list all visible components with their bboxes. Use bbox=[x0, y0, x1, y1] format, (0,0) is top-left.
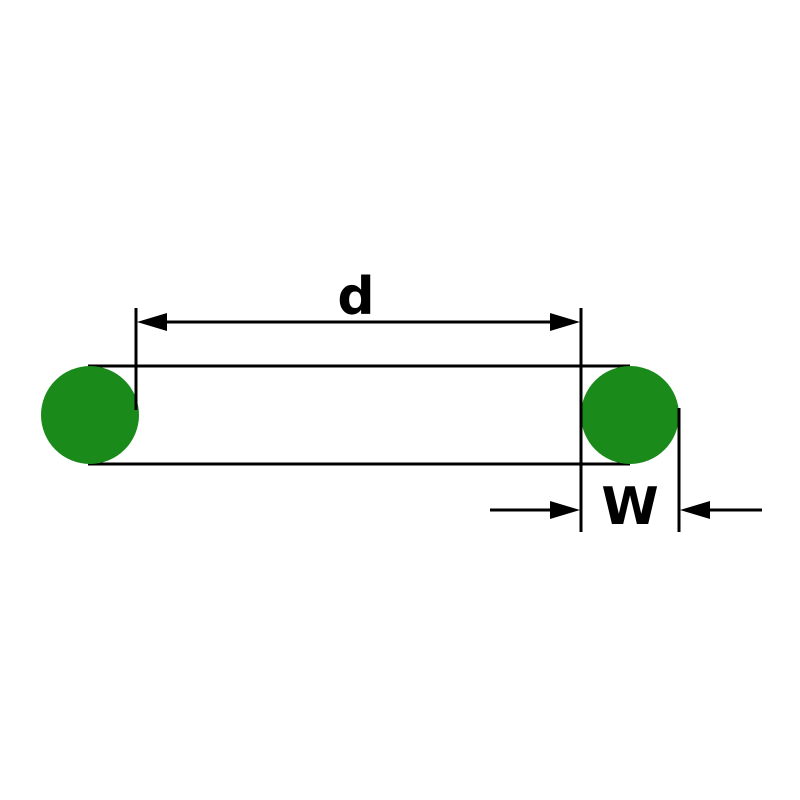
oring-right-cross-section bbox=[581, 366, 679, 464]
dimension-w-arrowhead-left bbox=[550, 501, 580, 519]
dimension-w-arrowhead-right bbox=[680, 501, 710, 519]
oring-left-cross-section bbox=[41, 366, 139, 464]
dimension-d-arrowhead-right bbox=[550, 313, 580, 331]
dimension-d-label: d bbox=[337, 267, 374, 327]
dimension-d-arrowhead-left bbox=[137, 313, 167, 331]
dimension-w-label: W bbox=[601, 477, 658, 537]
